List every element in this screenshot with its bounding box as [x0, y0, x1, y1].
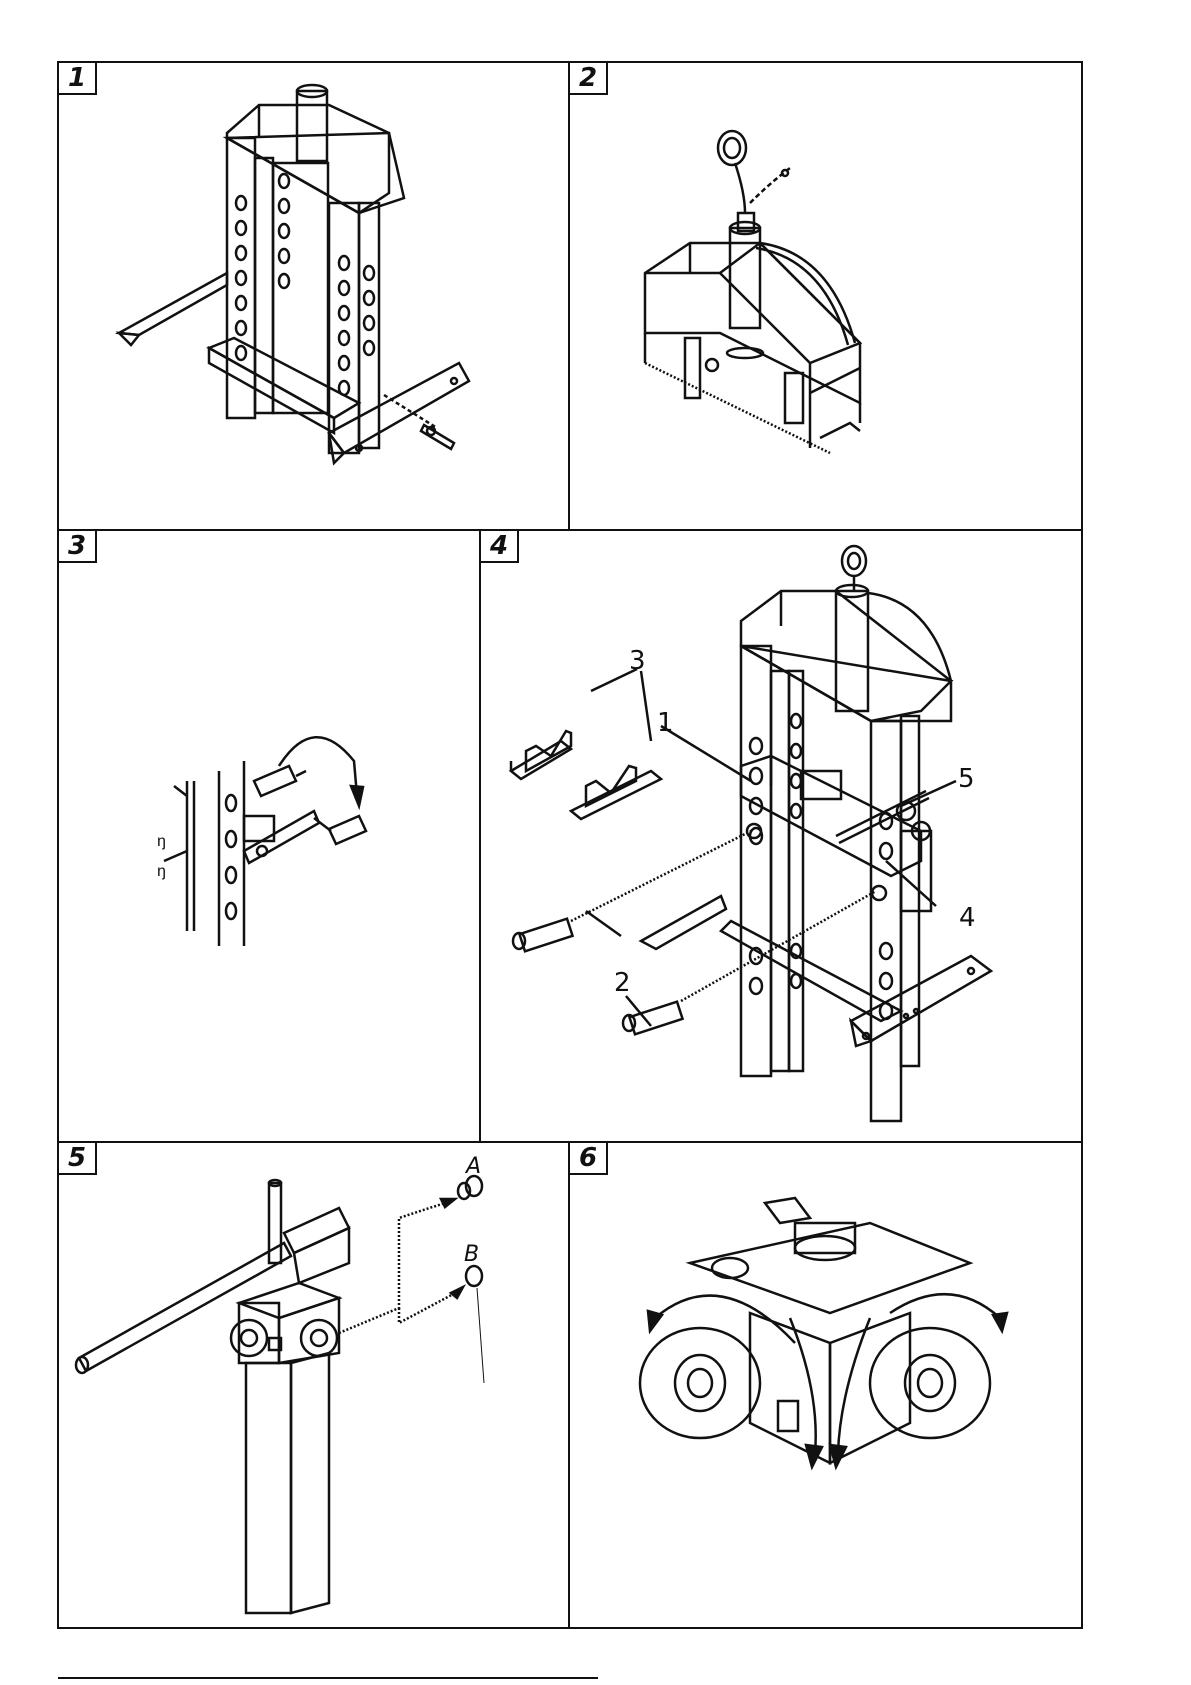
valve-knob-rotation-illustration [570, 1143, 1080, 1626]
left-knob [640, 1328, 760, 1438]
figure-5-callouts: A B [59, 1143, 567, 1626]
press-frame-with-feet-illustration [59, 63, 567, 528]
column-holes-left [236, 174, 289, 360]
bolt-insertion-detail-illustration: ŋ ŋ [59, 531, 478, 1140]
callout-4: 4 [959, 903, 976, 933]
figure-4-panel: 4 [479, 529, 1083, 1143]
callout-2: 2 [614, 968, 631, 998]
column-holes-right [339, 256, 374, 395]
figure-4-callouts: 3 1 2 5 4 [481, 531, 1080, 1140]
column-mark: ŋ [157, 863, 166, 880]
column-mark: ŋ [157, 833, 166, 850]
callout-5: 5 [958, 764, 975, 794]
callout-b: B [464, 1242, 479, 1267]
page-footer-rule [58, 1677, 598, 1679]
figure-6-panel: 6 [568, 1141, 1083, 1629]
figure-5-panel: 5 [57, 1141, 570, 1629]
press-top-with-gauge-illustration [570, 63, 1080, 528]
callout-3: 3 [629, 646, 646, 676]
right-knob [870, 1328, 990, 1438]
figure-3-panel: 3 ŋ ŋ [57, 529, 481, 1143]
callout-a: A [464, 1154, 481, 1179]
figure-2-panel: 2 [568, 61, 1083, 531]
callout-1: 1 [657, 708, 674, 738]
figure-1-panel: 1 [57, 61, 570, 531]
